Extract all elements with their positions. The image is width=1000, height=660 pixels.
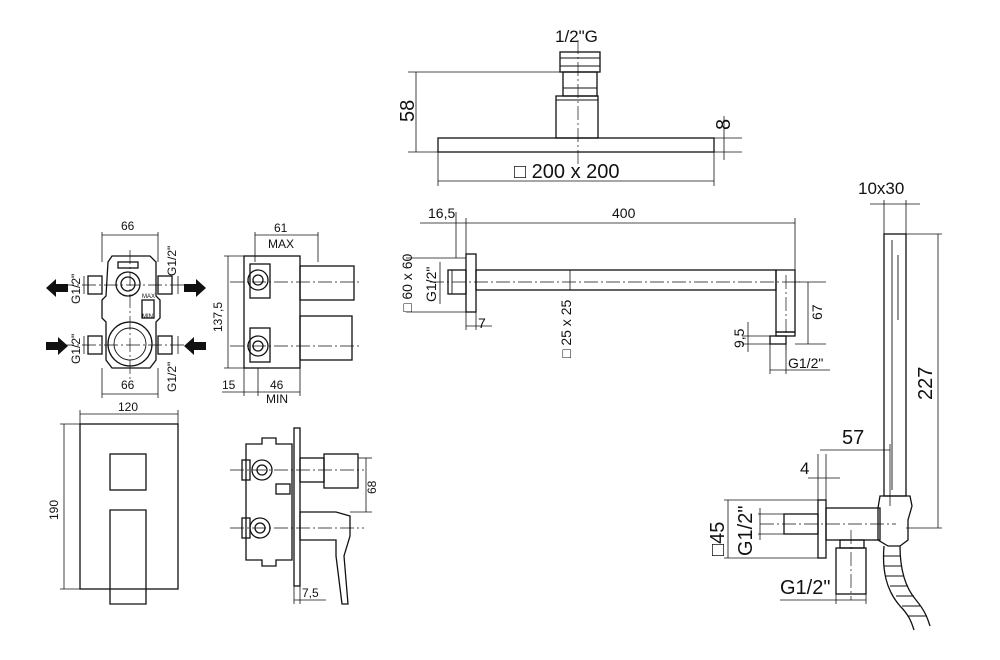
shower-arm-inlet-label: G1/2": [423, 267, 439, 302]
body-front-width-bottom-label: 66: [121, 378, 135, 392]
trim-plate-view: 120 190: [47, 400, 179, 605]
hand-shower-projection-label: 57: [842, 427, 864, 449]
body-front-min-mark: MIN: [142, 314, 153, 320]
hand-shower-wall-plate: [817, 499, 827, 559]
shower-arm-section-label: □ 25 x 25: [558, 300, 574, 358]
shower-arm-offset-label: 16,5: [428, 205, 455, 221]
body-side-lower-cartridge: [299, 315, 353, 361]
shower-arm-elbow: [775, 269, 796, 333]
hand-shower-hose: [882, 545, 915, 631]
shower-arm-length-label: 400: [612, 205, 636, 221]
inlet-arrow-right-top-icon: [184, 279, 206, 297]
body-side-height-label: 137,5: [211, 302, 225, 332]
outlet-arrow-left-top-icon: [46, 279, 68, 297]
trim-plate-width-label: 120: [118, 400, 138, 414]
body-front-max-mark: MAX: [142, 294, 155, 300]
shower-arm-view: 16,5 400 □ 60 x 60 G1/2" 7 □ 25 x 25 67: [399, 205, 830, 374]
shower-arm-drop-label: 67: [809, 304, 825, 320]
body-side-view: 61 MAX 137,5 15 46 MIN: [211, 221, 360, 406]
port-bottom-left-label: G1/2": [69, 334, 83, 364]
shower-arm-wall-plate: [465, 253, 477, 313]
body-front-upper-port: [115, 271, 141, 297]
hand-shower-length-label: 227: [915, 367, 937, 400]
inlet-arrow-left-bottom-icon: [46, 337, 68, 355]
trim-plate-knob: [109, 453, 147, 491]
shower-arm-outlet-offset-label: 9,5: [731, 328, 747, 348]
trim-side-view: 68 7,5: [230, 427, 379, 605]
shower-head-size-label: □ 200 x 200: [514, 161, 620, 183]
hand-shower-view: 10x30 227 57 4: [707, 179, 942, 631]
trim-side-handle-height-label: 68: [365, 480, 379, 494]
hand-shower-outlet-label: G1/2": [780, 577, 830, 599]
trim-plate-outline: [79, 423, 179, 590]
shower-arm-outlet-label: G1/2": [788, 355, 823, 371]
hand-shower-handset: [883, 233, 907, 497]
shower-head-thickness-label: 8: [713, 119, 735, 130]
shower-arm-outlet: [769, 335, 787, 345]
body-side-outline: [243, 255, 301, 369]
body-side-base-label: 15: [222, 378, 236, 392]
trim-side-knob: [323, 453, 359, 489]
body-side-min-depth-label: 46: [270, 378, 284, 392]
hand-shower-inlet-label: G1/2": [735, 506, 757, 556]
shower-head-height-label: 58: [397, 100, 419, 122]
body-side-upper-cartridge: [299, 265, 355, 301]
trim-plate-height-label: 190: [47, 500, 61, 520]
body-front-view: 66 MAX MIN G1/2" G1/2" G1/2" G1/2": [46, 219, 206, 398]
hand-shower-plate-label: 4: [800, 459, 809, 478]
shower-head-plate: [437, 137, 715, 153]
shower-head-connector-top: [559, 51, 601, 73]
body-side-max-depth-label: 61: [274, 221, 288, 235]
shower-arm-tube: [475, 269, 777, 291]
hand-shower-holder: [877, 495, 913, 547]
trim-side-body: [245, 437, 293, 567]
shower-head-view: 1/2"G 58 8 □ 200 x 200: [397, 27, 742, 186]
body-front-outline: [101, 255, 161, 369]
body-front-width-top-label: 66: [121, 219, 135, 233]
trim-side-plate: [293, 427, 301, 587]
trim-side-plate-label: 7,5: [302, 586, 319, 600]
shower-head-stem: [555, 95, 599, 139]
port-top-right-label: G1/2": [165, 246, 179, 276]
shower-head-thread-label: 1/2"G: [555, 27, 598, 46]
hand-shower-plate-size-label: □45: [707, 522, 729, 556]
outlet-arrow-right-bottom-icon: [184, 337, 206, 355]
trim-side-lever: [299, 511, 351, 605]
shower-arm-depth-label: 7: [478, 315, 486, 331]
shower-head-nut: [562, 71, 598, 97]
hand-shower-section-label: 10x30: [858, 179, 904, 198]
port-top-left-label: G1/2": [69, 274, 83, 304]
shower-arm-plate-label: □ 60 x 60: [399, 254, 415, 312]
port-bottom-right-label: G1/2": [165, 362, 179, 392]
body-side-max-label: MAX: [268, 237, 294, 251]
body-side-min-label: MIN: [266, 392, 288, 406]
trim-plate-lever: [109, 509, 147, 605]
